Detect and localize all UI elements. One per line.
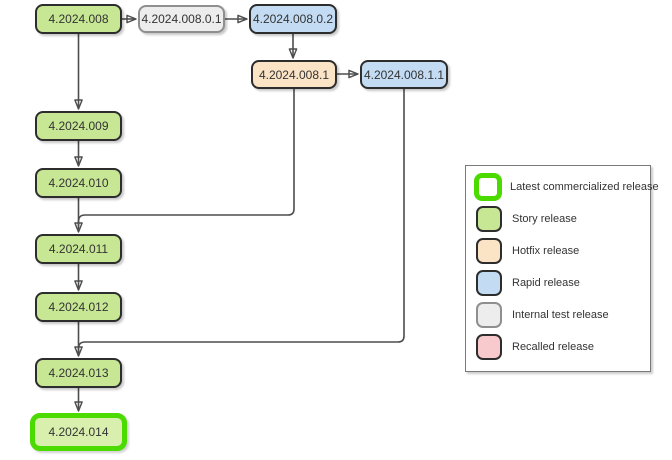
node-4-2024-011: 4.2024.011 [35,234,122,264]
legend-swatch-wrap [474,302,504,328]
legend-swatch-wrap [474,270,504,296]
legend-swatch-wrap [474,238,504,264]
internal-test-release-swatch-icon [476,302,502,328]
node-4-2024-013: 4.2024.013 [35,358,122,388]
legend-swatch-wrap [474,173,502,201]
recalled-release-swatch-icon [476,334,502,360]
node-4-2024-008-1-1: 4.2024.008.1.1 [360,60,448,89]
story-release-swatch-icon [476,206,502,232]
legend-label: Story release [512,213,577,225]
node-4-2024-008-1: 4.2024.008.1 [251,60,337,89]
legend-item-latest: Latest commercialized release [474,173,659,201]
node-4-2024-010: 4.2024.010 [35,168,122,198]
node-4-2024-014: 4.2024.014 [30,413,127,451]
legend-label: Recalled release [512,341,594,353]
legend-item-internal-test: Internal test release [474,302,650,328]
rapid-release-swatch-icon [476,270,502,296]
legend-label: Internal test release [512,309,609,321]
legend-swatch-wrap [474,334,504,360]
node-4-2024-012: 4.2024.012 [35,292,122,322]
node-4-2024-008: 4.2024.008 [35,4,122,34]
legend-label: Hotfix release [512,245,580,257]
latest-commercialized-swatch-icon [474,173,502,201]
legend-item-story: Story release [474,206,650,232]
legend-label: Rapid release [512,277,580,289]
legend-swatch-wrap [474,206,504,232]
node-4-2024-008-0-1: 4.2024.008.0.1 [138,5,225,33]
edge-008-1-1-to-013 [77,89,405,353]
legend-item-hotfix: Hotfix release [474,238,650,264]
legend: Latest commercialized release Story rele… [465,165,659,372]
node-4-2024-008-0-2: 4.2024.008.0.2 [249,4,337,34]
legend-label: Latest commercialized release [510,181,659,193]
node-4-2024-009: 4.2024.009 [35,111,122,141]
edge-008-1-to-011 [77,89,295,226]
hotfix-release-swatch-icon [476,238,502,264]
legend-item-recalled: Recalled release [474,334,650,360]
legend-item-rapid: Rapid release [474,270,650,296]
